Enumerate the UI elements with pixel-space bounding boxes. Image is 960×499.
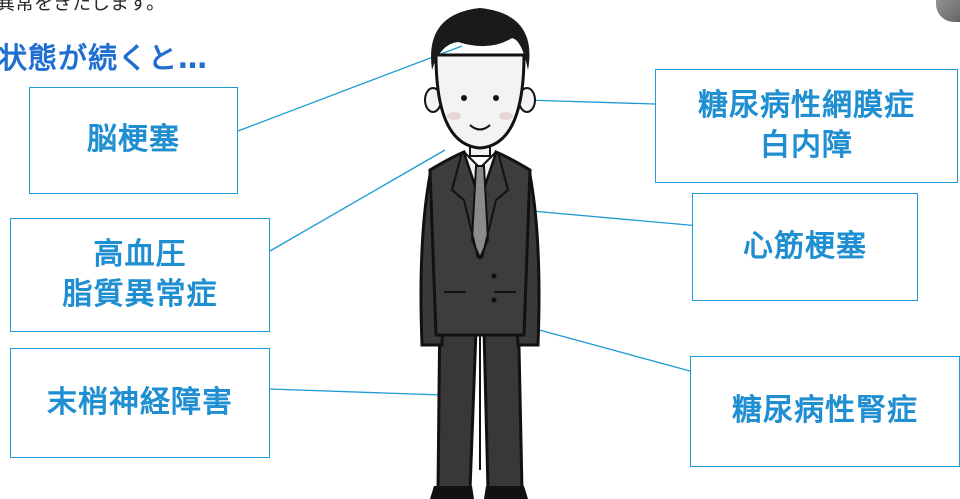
- label-dyslipidemia: 脂質異常症: [62, 277, 218, 312]
- label-box-brain-infarction: 脳梗塞: [29, 87, 238, 194]
- line-neuropathy: [269, 388, 471, 397]
- label-diabetic-retinopathy: 糖尿病性網膜症: [698, 87, 915, 123]
- label-box-diabetic-nephropathy: 糖尿病性腎症: [690, 356, 960, 467]
- label-box-retinopathy-cataract: 糖尿病性網膜症 白内障: [655, 69, 958, 183]
- line-hypertension: [269, 149, 446, 252]
- label-cataract: 白内障: [760, 128, 853, 163]
- line-brain: [237, 45, 463, 132]
- label-diabetic-nephropathy: 糖尿病性腎症: [732, 393, 918, 429]
- line-kidney: [509, 321, 691, 372]
- label-box-hypertension-dyslipidemia: 高血圧 脂質異常症: [10, 218, 270, 332]
- intro-text: 異常をきたします。: [0, 0, 166, 14]
- corner-photo-thumbnail: [936, 0, 960, 22]
- label-box-peripheral-neuropathy: 末梢神経障害: [10, 348, 270, 458]
- line-heart: [519, 209, 712, 228]
- line-retinopathy: [524, 99, 656, 105]
- label-box-myocardial-infarction: 心筋梗塞: [692, 193, 918, 301]
- label-peripheral-neuropathy: 末梢神経障害: [47, 384, 233, 420]
- label-brain-infarction: 脳梗塞: [87, 122, 180, 158]
- man-in-suit-illustration: [419, 8, 541, 499]
- label-hypertension: 高血圧: [93, 236, 187, 272]
- label-myocardial-infarction: 心筋梗塞: [743, 228, 867, 264]
- page-heading: 状態が続くと…: [0, 41, 209, 75]
